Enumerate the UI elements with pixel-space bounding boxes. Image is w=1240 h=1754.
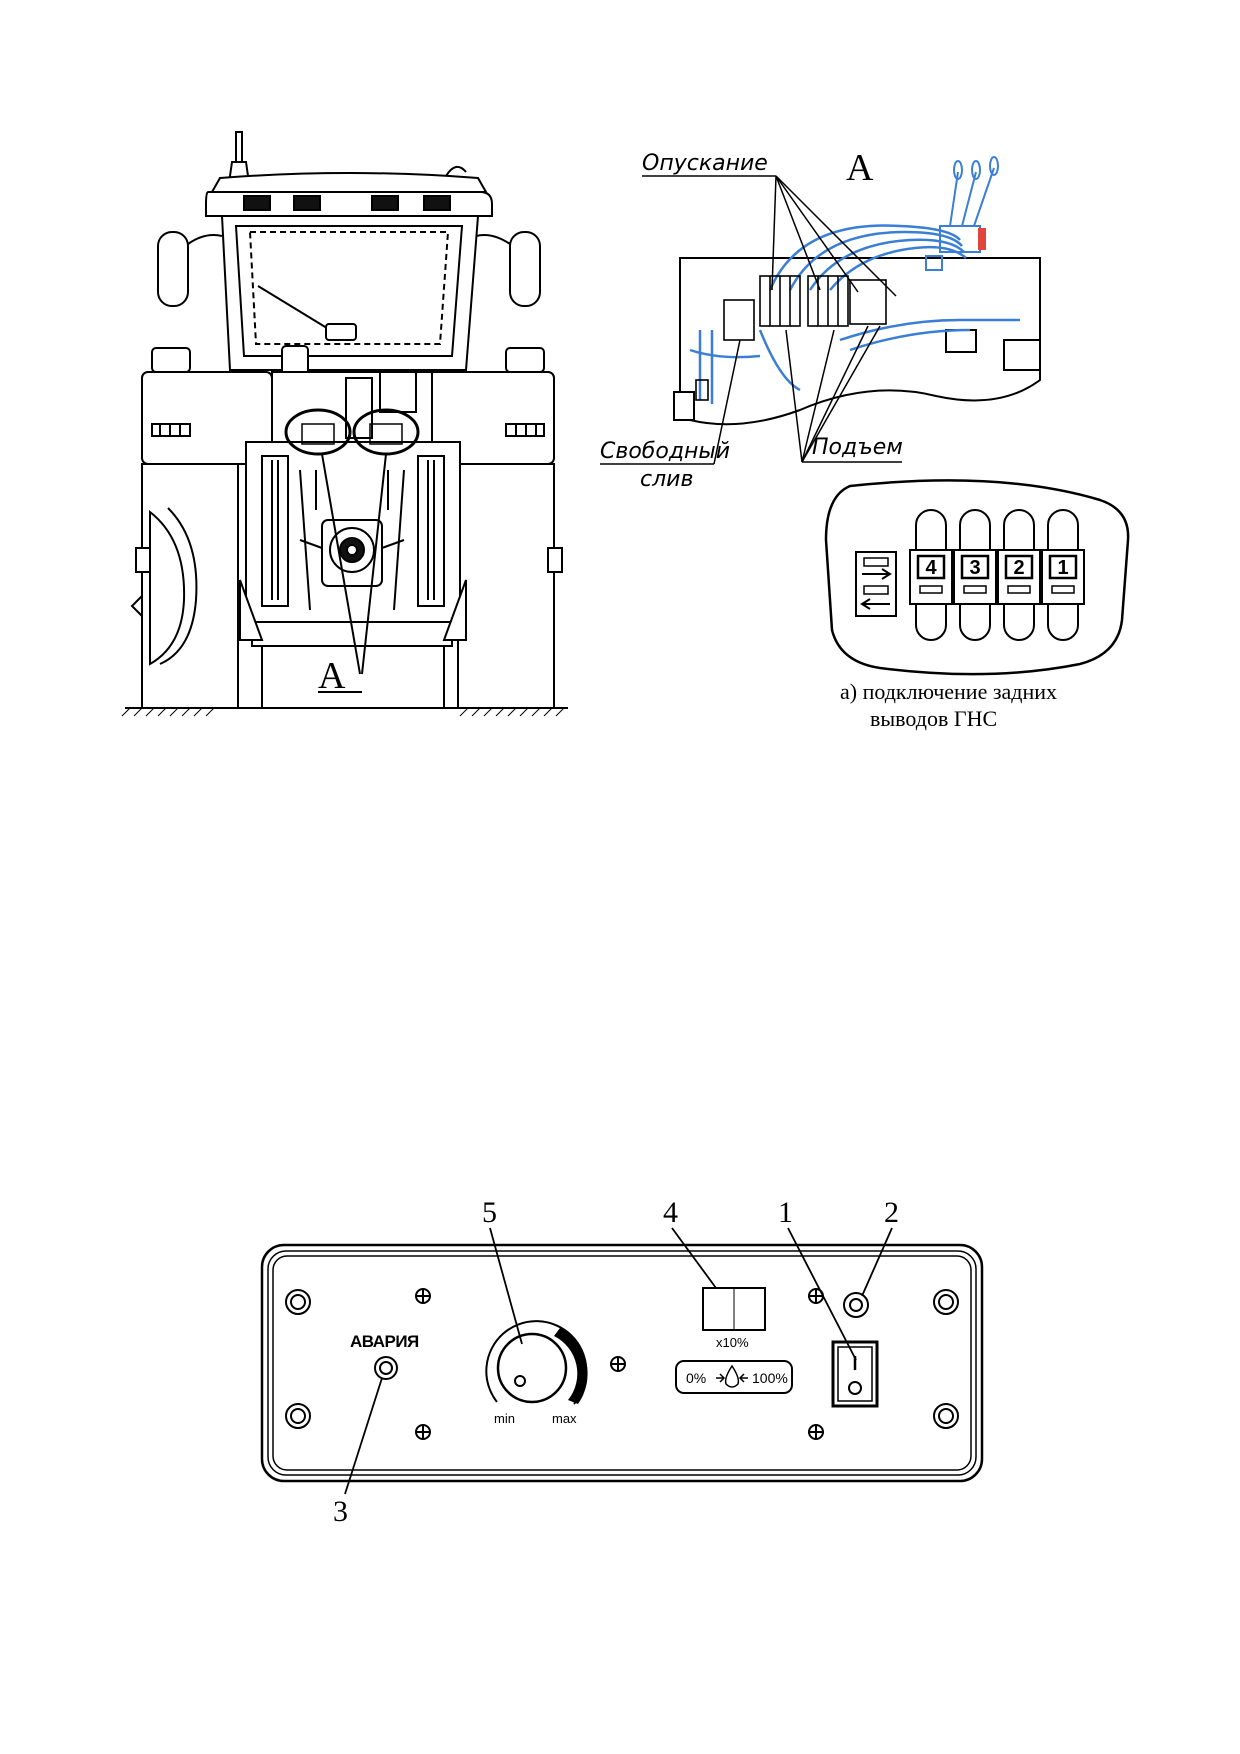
knob-max-label: max <box>552 1411 577 1426</box>
gauge-left-label: 0% <box>686 1370 706 1386</box>
panel-screws <box>415 1288 824 1440</box>
speed-knob[interactable] <box>485 1320 588 1405</box>
callout-2: 2 <box>884 1196 899 1229</box>
gauge-pictogram <box>675 1360 793 1394</box>
rear-wheels <box>130 463 563 709</box>
callout-1: 1 <box>778 1196 793 1229</box>
callout-leaders-bottom <box>344 1227 893 1495</box>
cab-body <box>220 215 480 389</box>
caption-line-2: выводов ГНС <box>870 706 998 731</box>
panel-frame <box>260 1243 984 1483</box>
rear-fenders <box>141 347 555 465</box>
mounting-holes <box>285 1289 959 1429</box>
display-unit-label: x10% <box>716 1335 749 1350</box>
status-lamp-icon <box>843 1292 869 1318</box>
alarm-lamp-icon <box>374 1356 398 1380</box>
power-switch[interactable] <box>831 1340 879 1408</box>
level-display <box>702 1287 766 1331</box>
callout-5: 5 <box>482 1196 497 1229</box>
knob-min-label: min <box>494 1411 515 1426</box>
callout-a-tractor: A <box>318 655 346 697</box>
callout-leaders <box>318 453 387 693</box>
callout-3: 3 <box>333 1495 348 1528</box>
gauge-right-label: 100% <box>752 1370 788 1386</box>
callout-4: 4 <box>663 1196 678 1229</box>
oil-drop-icon <box>716 1364 748 1388</box>
cab-roof <box>205 165 493 217</box>
caption-line-1: а) подключение задних <box>840 679 1058 704</box>
side-mirrors <box>157 231 541 307</box>
alarm-label: АВАРИЯ <box>350 1332 419 1351</box>
knob-scale-wedge <box>554 1328 588 1404</box>
